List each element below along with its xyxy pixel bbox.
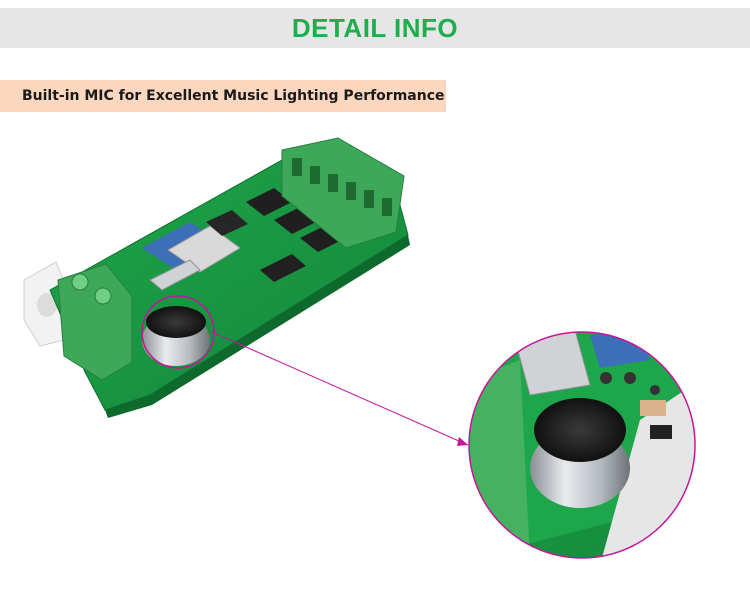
terminal-screw	[71, 273, 89, 291]
terminal-slot	[310, 166, 320, 184]
ic-chip-2	[260, 254, 306, 282]
mic-foam	[146, 306, 206, 338]
terminal-slot	[346, 182, 356, 200]
led-controller-board	[23, 137, 410, 418]
callout-circle-small	[141, 295, 215, 369]
microphone	[142, 306, 210, 366]
page-title: DETAIL INFO	[291, 12, 459, 43]
pcb-edge	[105, 235, 410, 418]
terminal-screw	[94, 287, 112, 305]
connector-socket	[37, 293, 57, 317]
terminal-block-2pin	[57, 263, 133, 381]
feature-banner-text: Built-in MIC for Excellent Music Lightin…	[22, 88, 445, 104]
crystal	[149, 259, 201, 291]
callout-line	[211, 331, 469, 446]
terminal-slot	[328, 174, 338, 192]
zoom-view	[469, 332, 695, 558]
terminal-block-6pin	[281, 137, 405, 249]
header-bar: DETAIL INFO	[0, 8, 750, 48]
terminal-slot	[382, 198, 392, 216]
mosfet-1	[246, 188, 292, 216]
callout-arrowhead	[457, 437, 468, 446]
terminal-slot	[292, 158, 302, 176]
zoom-circle-border	[468, 331, 696, 559]
ic-chip	[206, 210, 248, 236]
feature-banner: Built-in MIC for Excellent Music Lightin…	[0, 80, 446, 112]
terminal-slot	[364, 190, 374, 208]
